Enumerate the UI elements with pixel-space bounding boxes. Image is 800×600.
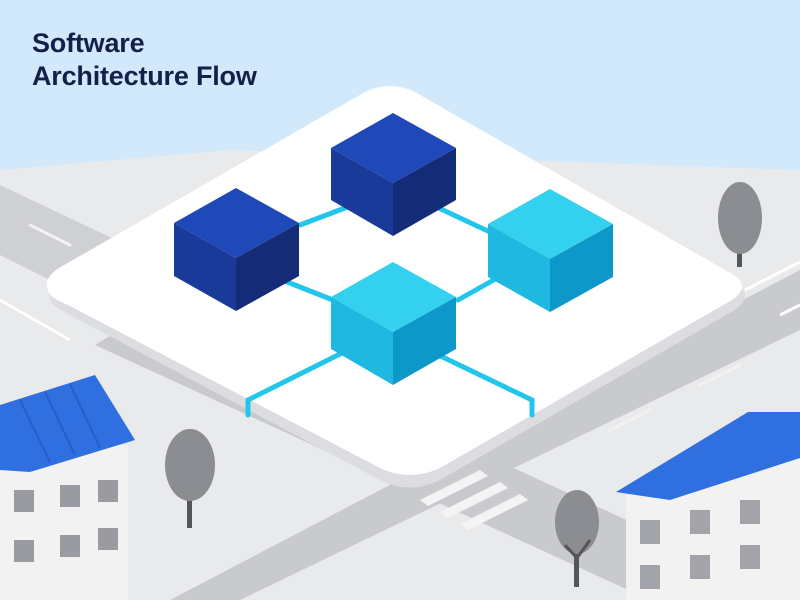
tree-center-left	[165, 429, 215, 528]
title-line-2: Architecture Flow	[32, 61, 257, 91]
connector-center-down-right	[425, 347, 535, 418]
building-left-roof	[0, 375, 135, 472]
lane-markings	[28, 223, 742, 432]
node-center-right-face	[393, 297, 456, 385]
title-line-1: Software	[32, 28, 145, 58]
sidewalk-curbs	[0, 260, 800, 342]
node-right-left-face	[488, 224, 550, 312]
node-center	[331, 262, 456, 385]
building-left-windows	[14, 480, 118, 562]
node-right-top-face	[488, 189, 613, 259]
page-title: Software Architecture Flow	[32, 27, 257, 93]
tree-top-right	[718, 182, 762, 267]
node-center-top-face	[331, 262, 456, 332]
building-left	[0, 375, 135, 600]
node-right-right-face	[550, 224, 613, 312]
connector-center-down-left	[245, 342, 361, 418]
node-top-left-face	[331, 148, 393, 236]
building-right-windows	[640, 500, 760, 589]
tree-bottom	[555, 490, 599, 587]
crosswalk	[420, 470, 528, 530]
node-right	[488, 189, 613, 312]
node-left	[174, 188, 299, 311]
node-top-right-face	[393, 148, 456, 236]
node-center-left-face	[331, 297, 393, 385]
building-right	[616, 412, 800, 600]
building-left-roof-ridges	[19, 383, 101, 463]
node-top	[331, 113, 456, 236]
building-right-roof	[616, 412, 800, 500]
node-left-right-face	[236, 223, 299, 311]
node-top-top-face	[331, 113, 456, 183]
node-left-left-face	[174, 223, 236, 311]
node-left-top-face	[174, 188, 299, 258]
